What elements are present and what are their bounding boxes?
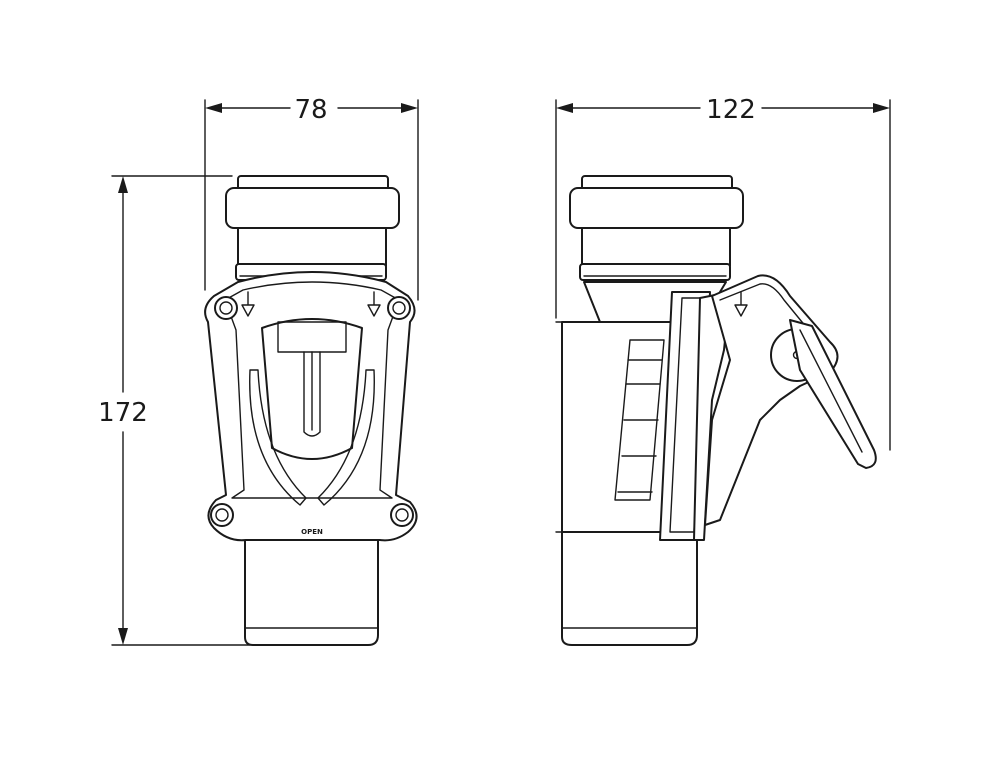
flow-arrow-icon: [241, 291, 255, 317]
dimension-front-width: 78: [204, 95, 419, 301]
front-view: OPEN: [204, 175, 418, 646]
front-width-value: 78: [294, 95, 327, 125]
side-view: [555, 175, 877, 646]
side-width-value: 122: [706, 95, 756, 125]
open-label: OPEN: [301, 528, 323, 536]
flow-arrow-icon: [367, 291, 381, 317]
dimension-side-width: 122: [555, 95, 891, 451]
flow-arrow-icon: [734, 291, 748, 317]
height-value: 172: [98, 398, 148, 428]
dimension-height: 172: [98, 175, 251, 646]
